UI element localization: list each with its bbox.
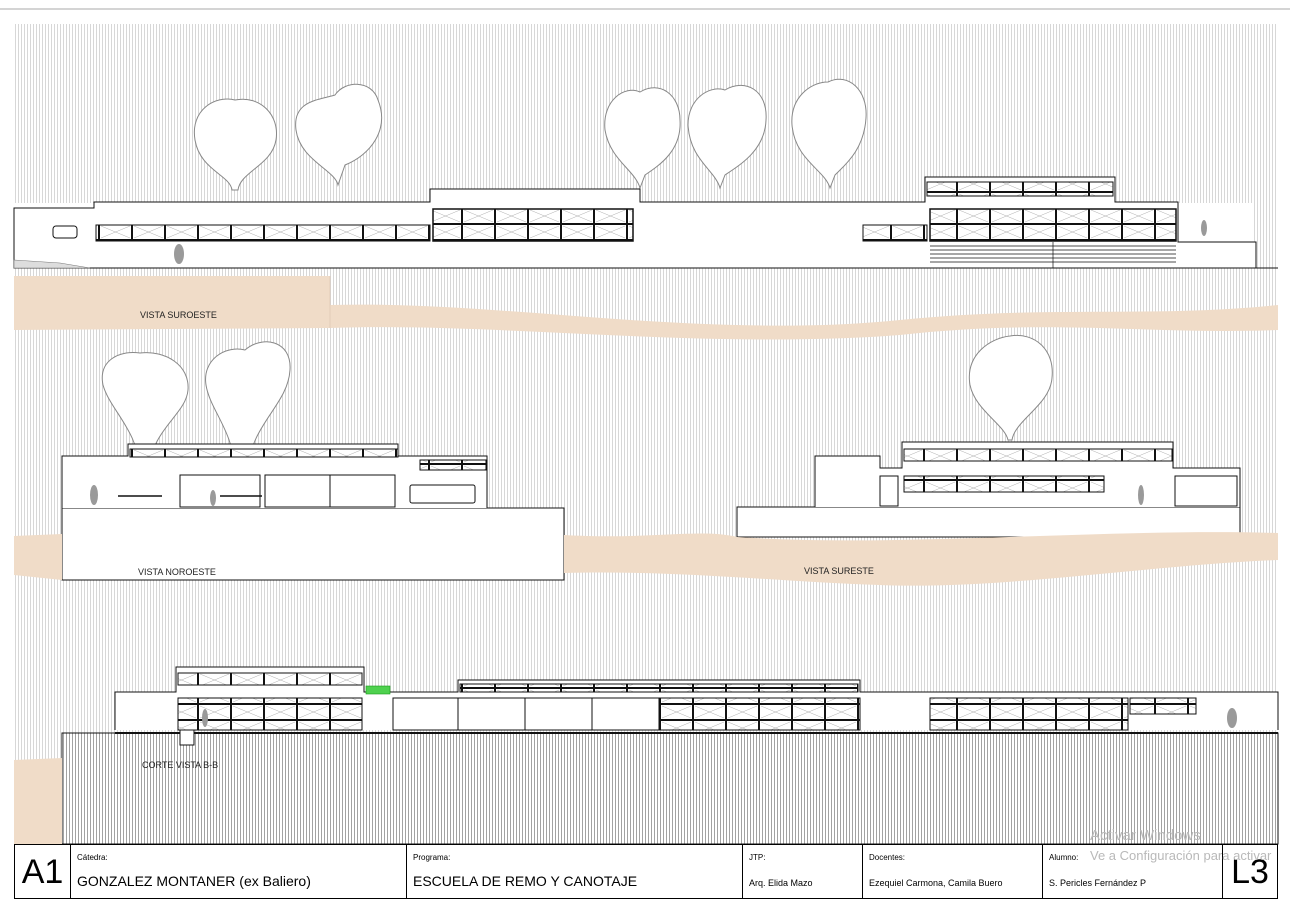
label-vista-suroeste: VISTA SUROESTE [140, 310, 217, 320]
label-vista-noroeste: VISTA NOROESTE [138, 567, 216, 577]
section-b-b [14, 666, 1279, 845]
alumno-caption: Alumno: [1049, 853, 1079, 862]
programa-caption: Programa: [413, 853, 451, 862]
jtp-caption: JTP: [749, 853, 766, 862]
sheet-code-right: L3 [1231, 853, 1269, 891]
programa-cell: Programa: ESCUELA DE REMO Y CANOTAJE [407, 845, 743, 898]
title-block: A1 Cátedra: GONZALEZ MONTANER (ex Balier… [14, 844, 1278, 899]
catedra-caption: Cátedra: [77, 853, 108, 862]
jtp-value: Arq. Elida Mazo [749, 878, 813, 888]
sheet-code-left: A1 [21, 853, 64, 891]
label-vista-sureste: VISTA SURESTE [804, 566, 874, 576]
jtp-cell: JTP: Arq. Elida Mazo [743, 845, 863, 898]
alumno-cell: Alumno: S. Pericles Fernández P [1043, 845, 1223, 898]
docentes-caption: Docentes: [869, 853, 906, 862]
docentes-cell: Docentes: Ezequiel Carmona, Camila Buero [863, 845, 1043, 898]
label-corte-b-b: CORTE VISTA B-B [142, 760, 219, 770]
activation-watermark: Activar Windows Ve a Configuración para … [1090, 826, 1271, 866]
elevation-sureste [736, 334, 1241, 538]
watermark-line-2: Ve a Configuración para activar [1090, 848, 1272, 863]
elevation-suroeste [13, 78, 1278, 269]
sheet-code-right-cell: L3 [1223, 845, 1277, 898]
elevation-noroeste [61, 341, 565, 581]
catedra-value: GONZALEZ MONTANER (ex Baliero) [77, 873, 311, 889]
ground-band-2 [564, 532, 1278, 586]
watermark-line-1: Activar Windows [1090, 827, 1201, 844]
programa-value: ESCUELA DE REMO Y CANOTAJE [413, 873, 638, 889]
sheet-code-left-cell: A1 [15, 845, 71, 898]
docentes-value: Ezequiel Carmona, Camila Buero [869, 878, 1003, 888]
alumno-value: S. Pericles Fernández P [1049, 878, 1147, 888]
catedra-cell: Cátedra: GONZALEZ MONTANER (ex Baliero) [71, 845, 407, 898]
